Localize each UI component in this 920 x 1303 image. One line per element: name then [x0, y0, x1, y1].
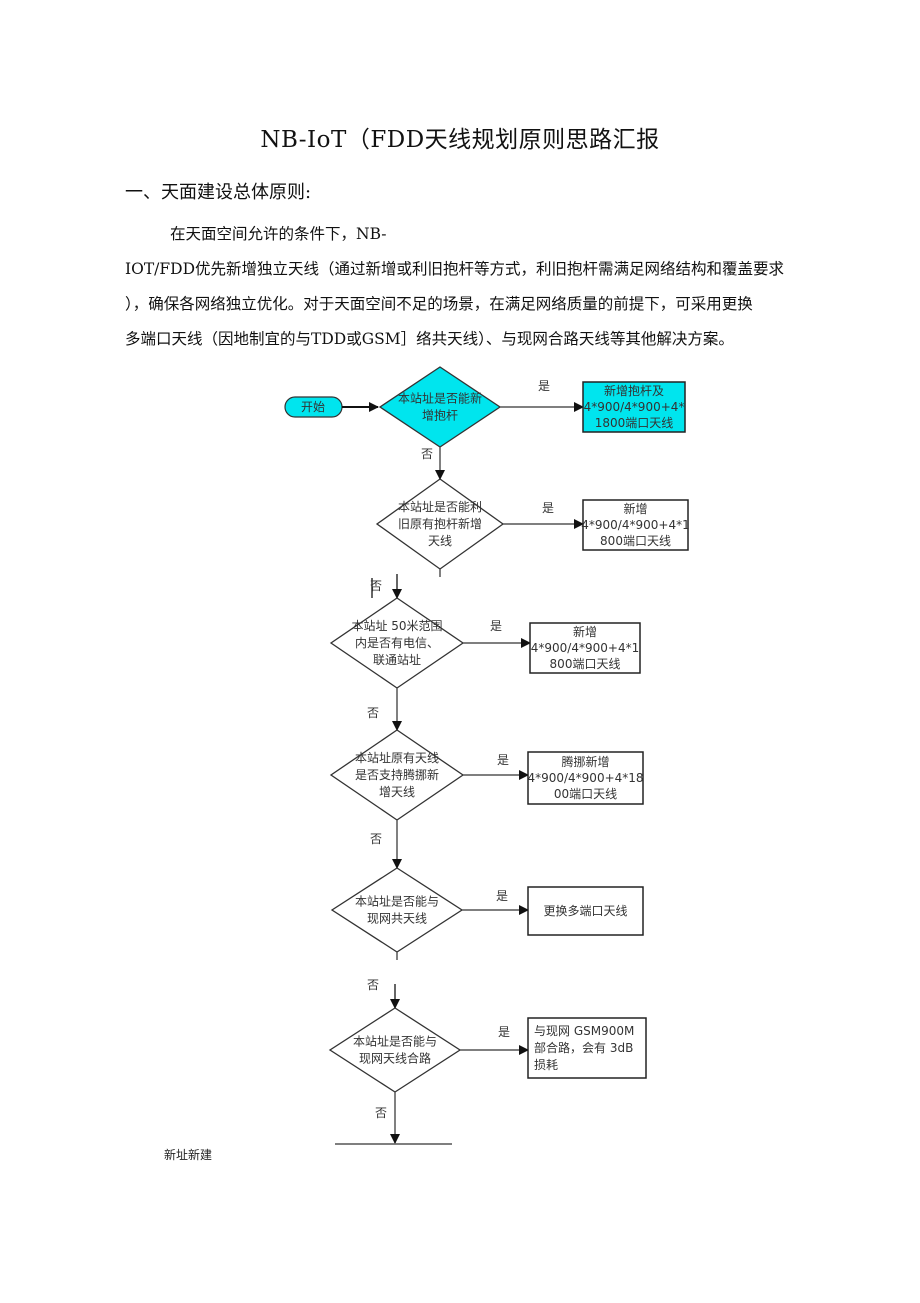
result-box	[582, 381, 686, 433]
result-label: 4*900/4*900+4*	[584, 400, 685, 414]
yes-label: 是	[498, 1025, 510, 1039]
decision-label: 天线	[428, 534, 452, 548]
document-title: NB-IoT（FDD天线规划原则思路汇报	[260, 127, 660, 153]
result-label: 4*900/4*900+4*1	[531, 641, 639, 655]
yes-label: 是	[490, 619, 502, 633]
result-label: 更换多端口天线	[543, 904, 627, 918]
yes-label: 是	[538, 379, 550, 393]
result-box	[529, 622, 641, 674]
result-label: 新增抱杆及	[604, 383, 664, 398]
result-label: 腾挪新增	[561, 754, 609, 769]
decision-label: 现网共天线	[367, 912, 427, 926]
paragraph-line: IOT/FDD优先新增独立天线（通过新增或利旧抱杆等方式，利旧抱杆需满足网络结构…	[125, 260, 785, 278]
result-label: 与现网 GSM900M	[534, 1024, 634, 1038]
decision-label: 本站址是否能利	[398, 500, 482, 514]
result-label: 00端口天线	[554, 787, 617, 801]
result-label: 800端口天线	[600, 534, 671, 548]
no-label: 否	[421, 447, 433, 461]
yes-label: 是	[496, 889, 508, 903]
no-label: 否	[367, 978, 379, 992]
yes-label: 是	[542, 501, 554, 515]
decision-node	[330, 867, 464, 953]
paragraph-line: 在天面空间允许的条件下，NB-	[170, 225, 387, 243]
result-label: 800端口天线	[550, 657, 621, 671]
no-label: 否	[370, 579, 382, 593]
result-label: 新增	[573, 624, 597, 639]
decision-label: 旧原有抱杆新增	[398, 516, 482, 531]
decision-label: 增抱杆	[422, 408, 458, 423]
result-label: 1800端口天线	[595, 416, 674, 430]
decision-label: 增天线	[379, 785, 415, 799]
result-box	[582, 499, 689, 551]
yes-label: 是	[497, 753, 509, 767]
decision-label: 本站址是否能与	[355, 895, 439, 909]
result-box	[527, 886, 644, 936]
decision-label: 现网天线合路	[359, 1051, 431, 1066]
no-label: 否	[375, 1106, 387, 1120]
decision-label: 本站址是否能新	[398, 391, 482, 406]
result-label: 新增	[623, 501, 647, 516]
decision-node	[328, 1007, 462, 1093]
result-box	[527, 751, 644, 805]
result-label: 部合路，会有 3dB	[534, 1040, 633, 1055]
decision-label: 是否支持腾挪新	[355, 767, 439, 782]
decision-label: 联通站址	[373, 653, 421, 667]
result-box	[527, 1017, 647, 1079]
end-node-label: 新址新建	[164, 1148, 213, 1162]
result-label: 4*900/4*900+4*1	[581, 518, 689, 532]
no-label: 否	[370, 832, 382, 846]
paragraph-line: 多端口天线（因地制宜的与TDD或GSM］络共天线）、与现网合路天线等其他解决方案…	[125, 330, 734, 348]
start-node-label: 开始	[301, 400, 325, 414]
decision-label: 内是否有电信、	[355, 636, 439, 650]
decision-label: 本站址原有天线	[355, 751, 439, 765]
decision-node	[378, 366, 502, 448]
paragraph-line: ），确保各网络独立优化。对于天面空间不足的场景，在满足网络质量的前提下，可采用更…	[125, 295, 753, 313]
result-label: 4*900/4*900+4*18	[527, 771, 643, 785]
decision-label: 本站址 50米范围	[351, 619, 442, 633]
result-label: 损耗	[534, 1058, 558, 1072]
no-label: 否	[367, 706, 379, 720]
section-heading: 一、天面建设总体原则:	[125, 182, 312, 203]
decision-label: 本站址是否能与	[353, 1035, 437, 1049]
